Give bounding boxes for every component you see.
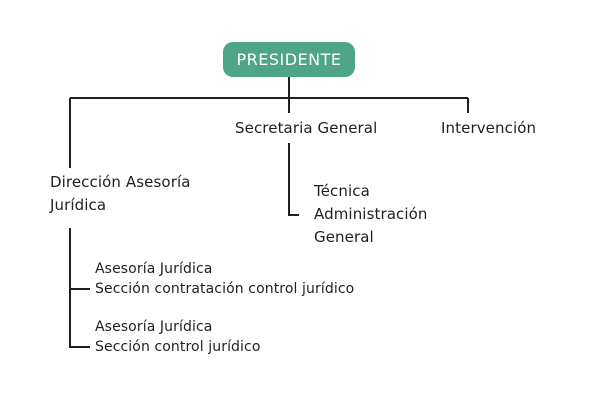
tecnica-label-line-2: Administración bbox=[314, 205, 428, 223]
secretaria-general-node: Secretaria General bbox=[235, 117, 377, 140]
direccion-node: Dirección Asesoría Jurídica bbox=[50, 171, 191, 217]
intervencion-node: Intervención bbox=[441, 117, 536, 140]
direccion-label-line-2: Jurídica bbox=[50, 196, 107, 214]
sub-direccion-2-line-2: Sección control jurídico bbox=[95, 339, 261, 355]
tecnica-label-line-3: General bbox=[314, 228, 374, 246]
tecnica-label-line-1: Técnica bbox=[314, 182, 370, 200]
sub-direccion-1-line-1: Asesoría Jurídica bbox=[95, 261, 213, 277]
secretaria-general-label: Secretaria General bbox=[235, 119, 378, 137]
connector-secretaria-tecnica bbox=[288, 143, 299, 216]
sub-direccion-node-1: Asesoría Jurídica Sección contratación c… bbox=[95, 259, 354, 299]
president-label: PRESIDENTE bbox=[236, 50, 342, 69]
sub-direccion-2-line-1: Asesoría Jurídica bbox=[95, 319, 213, 335]
sub-direccion-1-line-2: Sección contratación control jurídico bbox=[95, 281, 355, 297]
sub-direccion-node-2: Asesoría Jurídica Sección control jurídi… bbox=[95, 317, 261, 357]
president-box: PRESIDENTE bbox=[223, 42, 355, 77]
direccion-label-line-1: Dirección Asesoría bbox=[50, 173, 191, 191]
intervencion-label: Intervención bbox=[441, 119, 537, 137]
connector-direccion-sub bbox=[69, 250, 90, 348]
tecnica-node: Técnica Administración General bbox=[314, 180, 428, 249]
